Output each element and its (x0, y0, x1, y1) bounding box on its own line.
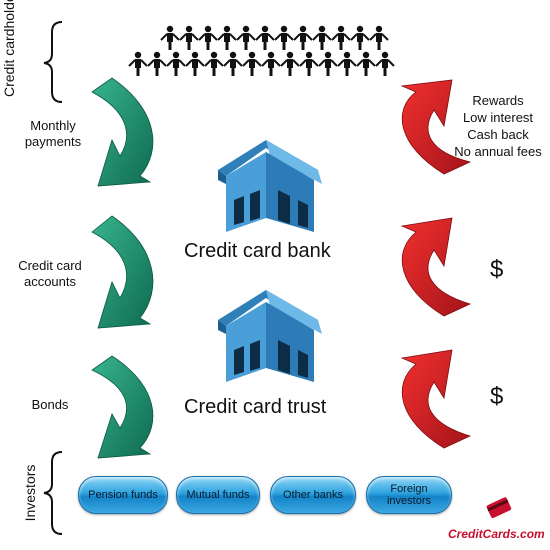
house-icon (218, 290, 322, 382)
person-icon (369, 24, 389, 51)
brace-icon (43, 451, 63, 535)
curved-arrow-icon (400, 79, 472, 449)
person-icon (293, 24, 313, 51)
person-icon (128, 50, 148, 77)
person-icon (337, 50, 357, 77)
benefit-item: No annual fees (454, 144, 542, 159)
benefits-list: Rewards Low interest Cash back No annual… (448, 92, 548, 160)
person-icon (356, 50, 376, 77)
person-icon (375, 50, 395, 77)
person-icon (242, 50, 262, 77)
person-icon (255, 24, 275, 51)
benefit-item: Cash back (467, 127, 529, 142)
person-icon (350, 24, 370, 51)
person-icon (179, 24, 199, 51)
credit-cardholders-label: Credit cardholders (1, 0, 17, 97)
dollar-label: $ (490, 256, 504, 283)
person-icon (160, 24, 180, 51)
benefit-item: Low interest (462, 110, 534, 125)
investor-foreign-investors: Foreign investors (366, 476, 452, 514)
monthly-payments-label: Monthly payments (24, 118, 82, 149)
person-icon (185, 50, 205, 77)
person-icon (198, 24, 218, 51)
benefit-item: Rewards (472, 93, 524, 108)
credit-card-accounts-label: Credit card accounts (18, 258, 82, 289)
credit-card-logo-icon (486, 497, 512, 519)
investor-mutual-funds: Mutual funds (176, 476, 260, 514)
person-icon (274, 24, 294, 51)
person-icon (299, 50, 319, 77)
person-icon (223, 50, 243, 77)
dollar-label: $ (490, 383, 504, 410)
person-icon (147, 50, 167, 77)
person-icon (318, 50, 338, 77)
person-icon (204, 50, 224, 77)
person-icon (217, 24, 237, 51)
curved-arrow-icon (91, 77, 154, 459)
person-icon (331, 24, 351, 51)
credit-card-trust-label: Credit card trust (184, 396, 327, 418)
people-row-icon (128, 24, 395, 77)
bonds-label: Bonds (31, 397, 69, 412)
brace-icon (43, 21, 63, 103)
investor-other-banks: Other banks (270, 476, 356, 514)
house-icon (218, 140, 322, 232)
brand-label: CreditCards.com (448, 527, 545, 541)
person-icon (312, 24, 332, 51)
investors-label: Investors (22, 464, 38, 522)
person-icon (236, 24, 256, 51)
investor-pension-funds: Pension funds (78, 476, 168, 514)
person-icon (261, 50, 281, 77)
credit-card-bank-label: Credit card bank (184, 240, 331, 262)
person-icon (166, 50, 186, 77)
person-icon (280, 50, 300, 77)
